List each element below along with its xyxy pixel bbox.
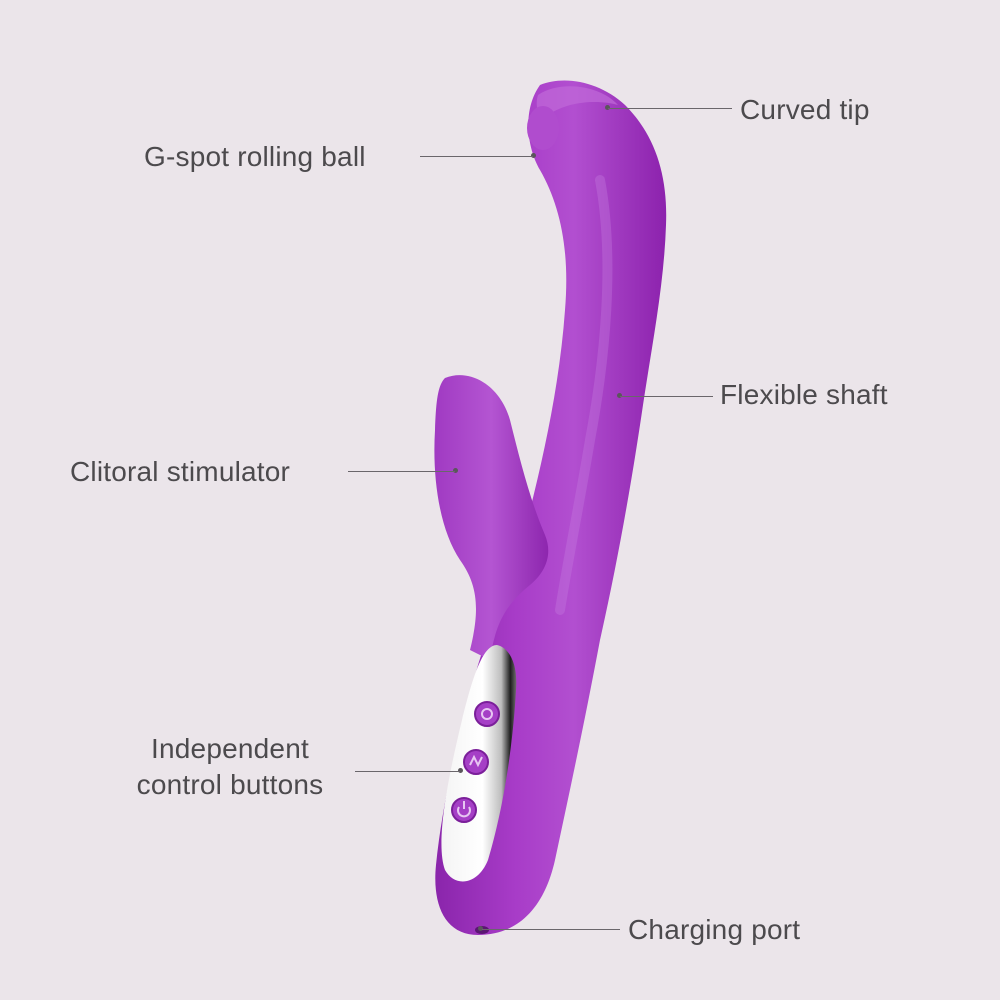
clitoral-stimulator-leader	[348, 471, 455, 472]
flexible-shaft-leader	[620, 396, 713, 397]
curved-tip-dot	[605, 105, 610, 110]
charging-port-dot	[478, 926, 483, 931]
g-spot-ball	[527, 106, 559, 150]
clitoral-stimulator-label: Clitoral stimulator	[70, 456, 291, 487]
clitoral-stimulator-arm	[434, 375, 549, 660]
g-spot-leader	[420, 156, 533, 157]
g-spot-label: G-spot rolling ball	[144, 141, 366, 172]
flexible-shaft-label: Flexible shaft	[720, 379, 888, 410]
clitoral-stimulator-dot	[453, 468, 458, 473]
control-buttons	[451, 701, 500, 823]
control-buttons-label-line2: control buttons	[136, 769, 324, 800]
curved-tip-leader	[608, 108, 732, 109]
curved-tip-label: Curved tip	[740, 94, 870, 125]
charging-port-label: Charging port	[628, 914, 801, 945]
g-spot-dot	[531, 153, 536, 158]
flexible-shaft-dot	[617, 393, 622, 398]
control-buttons-label: Independent control buttons	[112, 731, 348, 803]
charging-port-leader	[482, 929, 620, 930]
control-buttons-dot	[458, 768, 463, 773]
control-buttons-label-line1: Independent	[151, 733, 309, 764]
control-buttons-leader	[355, 771, 460, 772]
curved-tip	[536, 86, 618, 117]
